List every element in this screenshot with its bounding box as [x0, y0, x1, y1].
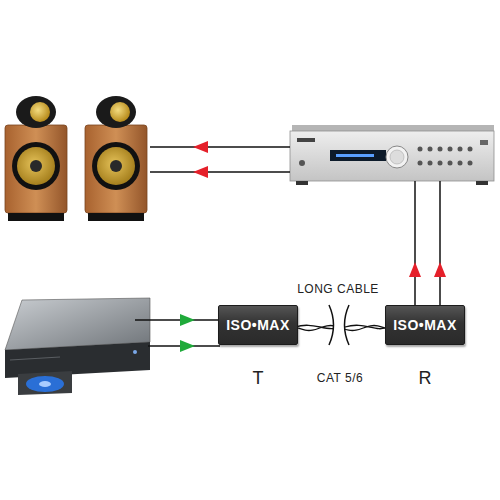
amplifier-icon [290, 125, 494, 185]
unit-letter: T [253, 368, 264, 389]
speaker-right [85, 96, 147, 221]
cd-player-icon [5, 298, 150, 395]
brand-name: ISO•MAX [219, 306, 297, 344]
cable-label: CAT 5/6 [315, 371, 365, 385]
brand-name: ISO•MAX [386, 306, 464, 344]
unit-letter: R [419, 368, 432, 389]
isolator-box: ISO•MAXR [385, 305, 465, 345]
cable-label: LONG CABLE [295, 282, 381, 296]
speaker-left [5, 96, 67, 221]
isolator-box: ISO•MAXT [218, 305, 298, 345]
